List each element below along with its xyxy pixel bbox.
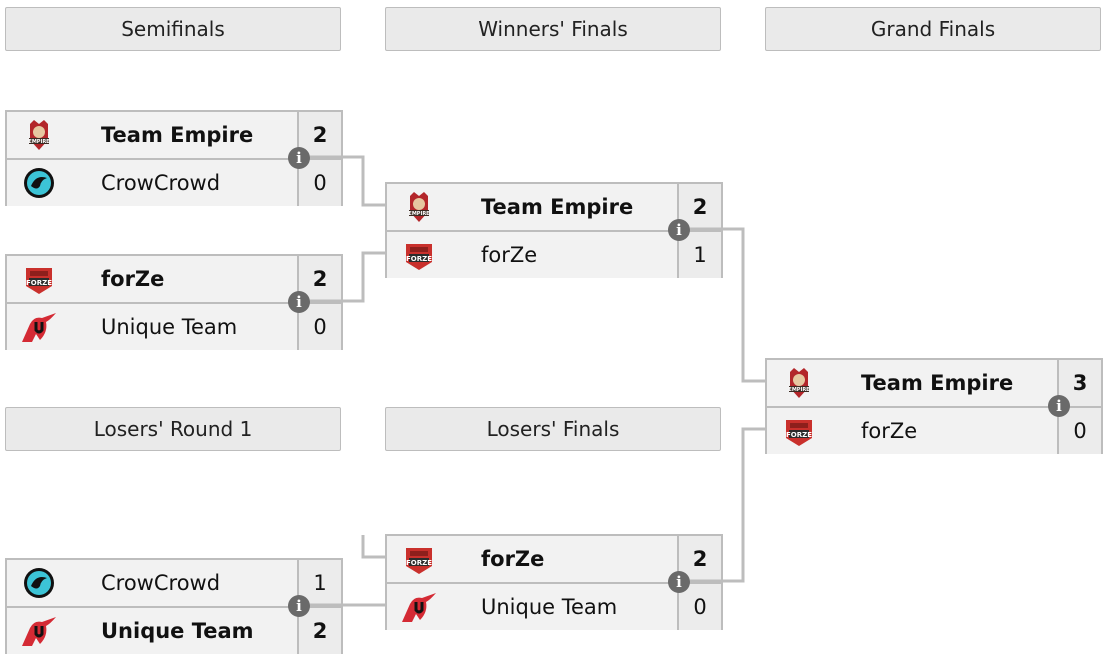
team-row[interactable]: Unique Team 0 [7,304,341,350]
info-icon[interactable]: i [1048,395,1070,417]
team-row[interactable]: EMPIRE Team Empire 2 [7,112,341,160]
unique-team-logo [387,584,451,630]
team-name: Team Empire [861,371,1014,395]
team-name: Team Empire [481,195,634,219]
team-row[interactable]: EMPIRE Team Empire 3 [767,360,1101,408]
team-name: forZe [481,547,545,571]
team-name: Unique Team [481,595,618,619]
team-row[interactable]: Unique Team 0 [387,584,721,630]
team-empire-logo: EMPIRE [387,184,451,230]
round-header-grand-finals: Grand Finals [765,7,1101,51]
unique-team-logo [7,304,71,350]
team-name: Unique Team [101,315,238,339]
team-row[interactable]: FORZE forZe 1 [387,232,721,278]
svg-text:EMPIRE: EMPIRE [788,387,810,393]
round-header-winners-finals: Winners' Finals [385,7,721,51]
team-empire-logo: EMPIRE [7,112,71,158]
match-losers-finals[interactable]: FORZE forZe 2 Unique Team 0 [385,534,723,630]
team-row[interactable]: FORZE forZe 2 [387,536,721,584]
info-icon[interactable]: i [288,291,310,313]
connector-drop-to-lf [361,535,385,559]
team-name: forZe [481,243,538,267]
crowcrowd-logo [7,160,71,206]
forze-logo: FORZE [7,256,71,302]
svg-text:EMPIRE: EMPIRE [408,211,430,217]
team-score: 0 [297,304,341,350]
round-header-losers-finals: Losers' Finals [385,407,721,451]
round-header-semifinals: Semifinals [5,7,341,51]
team-row[interactable]: FORZE forZe 0 [767,408,1101,454]
team-score: 2 [677,184,721,230]
forze-logo: FORZE [387,232,451,278]
match-winners-finals[interactable]: EMPIRE Team Empire 2 FORZE forZe 1 [385,182,723,278]
svg-text:FORZE: FORZE [786,431,812,439]
team-name: CrowCrowd [101,171,221,195]
svg-text:FORZE: FORZE [406,559,432,567]
team-name: CrowCrowd [101,571,221,595]
info-icon[interactable]: i [668,219,690,241]
match-grand-finals[interactable]: EMPIRE Team Empire 3 FORZE forZe 0 [765,358,1103,454]
team-score: 0 [677,584,721,630]
svg-text:EMPIRE: EMPIRE [28,139,50,145]
info-icon[interactable]: i [668,571,690,593]
team-row[interactable]: Unique Team 2 [7,608,341,654]
crowcrowd-logo [7,560,71,606]
match-semifinal-2[interactable]: FORZE forZe 2 Unique Team 0 [5,254,343,350]
team-score: 2 [297,608,341,654]
team-name: forZe [861,419,918,443]
svg-text:FORZE: FORZE [26,279,52,287]
round-header-losers-round-1: Losers' Round 1 [5,407,341,451]
team-name: forZe [101,267,165,291]
team-row[interactable]: CrowCrowd 1 [7,560,341,608]
team-name: Unique Team [101,619,254,643]
match-losers-round-1[interactable]: CrowCrowd 1 Unique Team 2 [5,558,343,654]
forze-logo: FORZE [387,536,451,582]
team-row[interactable]: CrowCrowd 0 [7,160,341,206]
info-icon[interactable]: i [288,595,310,617]
svg-text:FORZE: FORZE [406,255,432,263]
team-score: 0 [1057,408,1101,454]
forze-logo: FORZE [767,408,831,454]
unique-team-logo [7,608,71,654]
team-row[interactable]: EMPIRE Team Empire 2 [387,184,721,232]
info-icon[interactable]: i [288,147,310,169]
team-empire-logo: EMPIRE [767,360,831,406]
team-name: Team Empire [101,123,254,147]
